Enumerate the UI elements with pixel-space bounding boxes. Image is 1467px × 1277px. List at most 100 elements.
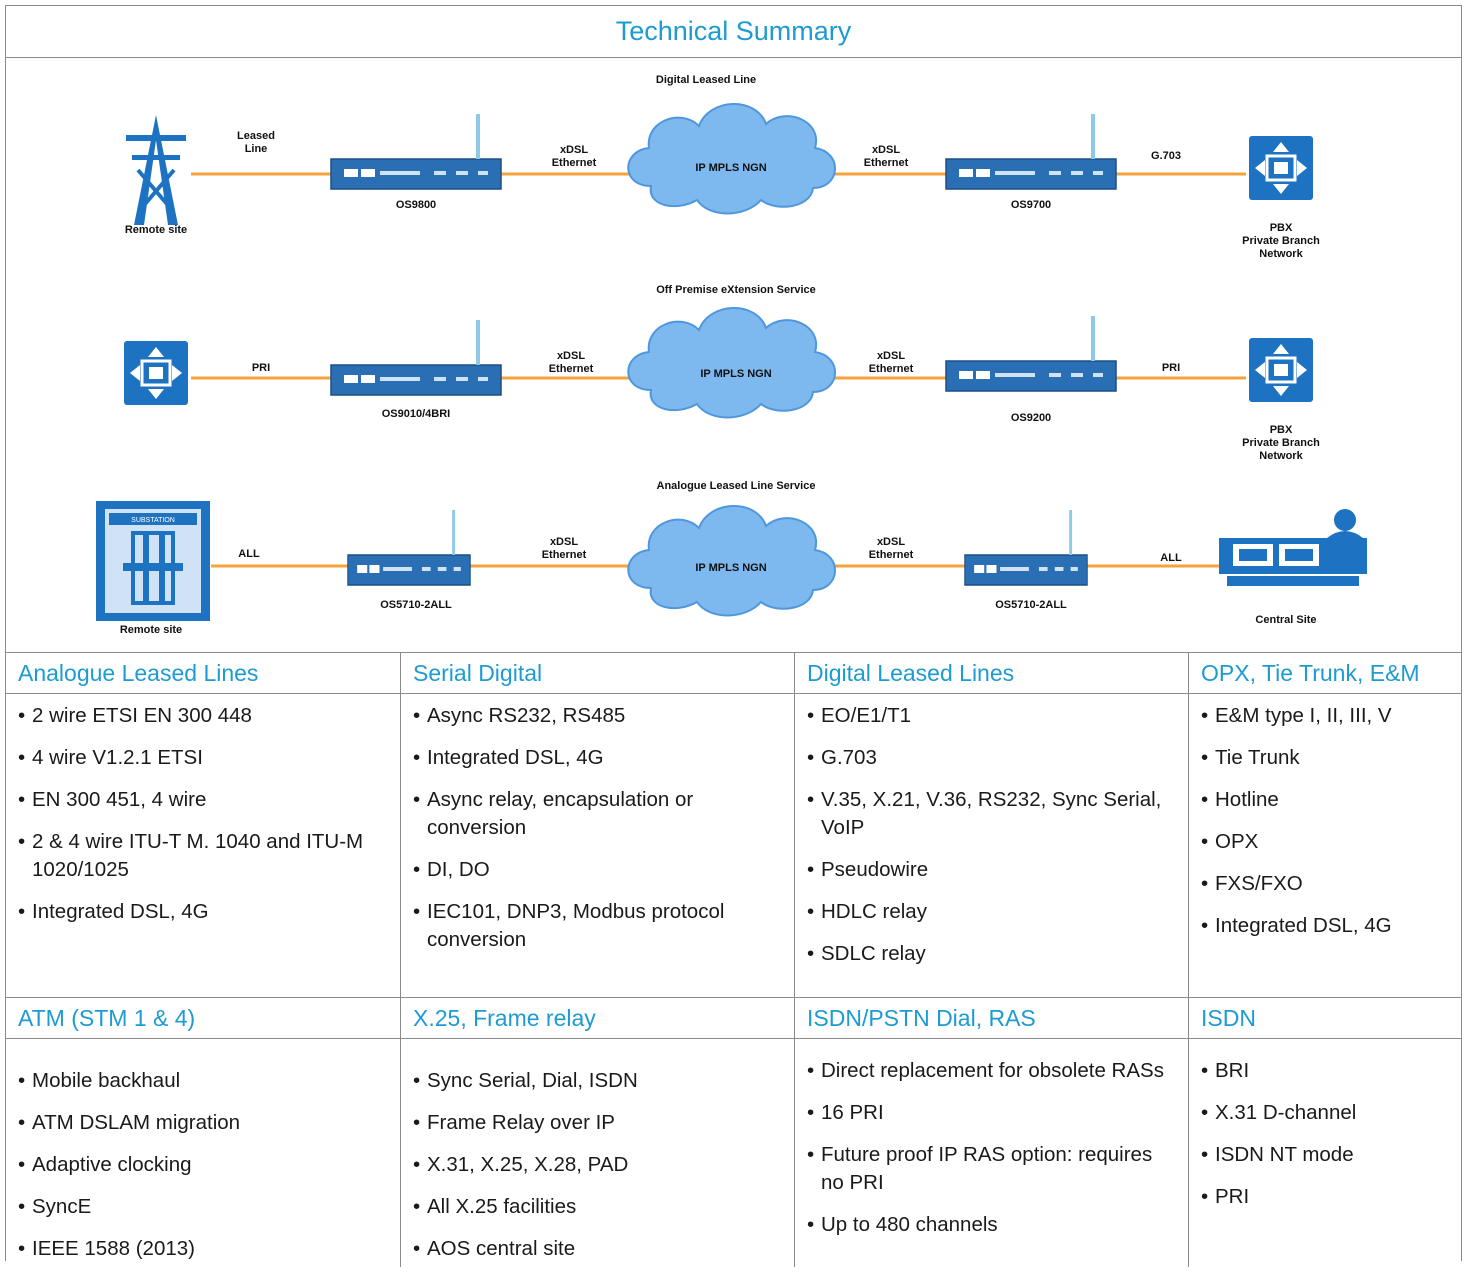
section-items: E&M type I, II, III, V Tie Trunk Hotline…	[1189, 702, 1461, 954]
pbx-icon	[1247, 134, 1315, 202]
list-item: EN 300 451, 4 wire	[18, 786, 386, 814]
list-item: V.35, X.21, V.36, RS232, Sync Serial, Vo…	[807, 786, 1174, 842]
list-item: AOS central site	[413, 1235, 780, 1263]
list-item: DI, DO	[413, 856, 780, 884]
mid-right-label-2: xDSL Ethernet	[868, 350, 914, 375]
list-item: Integrated DSL, 4G	[18, 898, 386, 926]
list-item: Frame Relay over IP	[413, 1109, 780, 1137]
list-item: IEC101, DNP3, Modbus protocol conversion	[413, 898, 780, 954]
list-item: BRI	[1201, 1057, 1447, 1085]
list-item: Hotline	[1201, 786, 1447, 814]
pylon-icon	[126, 115, 186, 225]
left-device-label-3: OS5710-2ALL	[380, 599, 452, 611]
router-icon	[945, 113, 1117, 190]
list-item: Direct replacement for obsolete RASs	[807, 1057, 1174, 1085]
mid-left-label-1: xDSL Ethernet	[551, 144, 597, 169]
left-link-label-1: Leased Line	[237, 130, 275, 155]
list-item: Mobile backhaul	[18, 1067, 386, 1095]
right-link-label-3: ALL	[1160, 552, 1182, 564]
list-item: ISDN NT mode	[1201, 1141, 1447, 1169]
list-item: SDLC relay	[807, 940, 1174, 968]
list-item: Integrated DSL, 4G	[1201, 912, 1447, 940]
list-item: Async relay, encapsulation or conversion	[413, 786, 780, 842]
diagram-heading-1: Digital Leased Line	[655, 74, 757, 86]
pbx-icon	[1247, 336, 1315, 404]
cloud-label-1: IP MPLS NGN	[695, 162, 767, 174]
section-x25-frame-relay: X.25, Frame relay Sync Serial, Dial, ISD…	[401, 997, 795, 1267]
right-link-label-2: PRI	[1161, 362, 1181, 374]
left-link-label-3: ALL	[238, 548, 260, 560]
right-device-label-2: OS9200	[1010, 412, 1052, 424]
left-link-label-2: PRI	[251, 362, 271, 374]
list-item: OPX	[1201, 828, 1447, 856]
list-item: 16 PRI	[807, 1099, 1174, 1127]
section-items: 2 wire ETSI EN 300 448 4 wire V1.2.1 ETS…	[6, 702, 400, 940]
list-item: G.703	[807, 744, 1174, 772]
list-item: HDLC relay	[807, 898, 1174, 926]
section-digital-leased-lines: Digital Leased Lines EO/E1/T1 G.703 V.35…	[795, 652, 1189, 997]
list-item: Up to 480 channels	[807, 1211, 1174, 1239]
list-item: E&M type I, II, III, V	[1201, 702, 1447, 730]
left-site-label-3: Remote site	[119, 624, 183, 636]
section-opx-tie-trunk-em: OPX, Tie Trunk, E&M E&M type I, II, III,…	[1189, 652, 1461, 997]
list-item: PRI	[1201, 1183, 1447, 1211]
substation-icon: SUBSTATION	[96, 501, 210, 621]
network-diagram: SUBSTATION Digital Leased Line	[6, 58, 1461, 652]
left-device-label-2: OS9010/4BRI	[381, 408, 451, 420]
mid-left-label-2: xDSL Ethernet	[548, 350, 594, 375]
section-header: Digital Leased Lines	[795, 652, 1188, 694]
right-site-label-3: Central Site	[1255, 614, 1317, 626]
left-device-label-1: OS9800	[395, 199, 437, 211]
list-item: Future proof IP RAS option: requires no …	[807, 1141, 1174, 1197]
network-diagram-svg: SUBSTATION	[96, 102, 1367, 621]
features-row-2: ATM (STM 1 & 4) Mobile backhaul ATM DSLA…	[6, 997, 1461, 1267]
section-items: Mobile backhaul ATM DSLAM migration Adap…	[6, 1067, 400, 1277]
list-item: X.31 D-channel	[1201, 1099, 1447, 1127]
diagram-heading-3: Analogue Leased Line Service	[656, 480, 816, 492]
router-icon	[945, 315, 1117, 392]
section-header: Serial Digital	[401, 652, 794, 694]
pbx-icon	[122, 339, 190, 407]
features-row-1: Analogue Leased Lines 2 wire ETSI EN 300…	[6, 652, 1461, 997]
right-device-label-1: OS9700	[1010, 199, 1052, 211]
section-items: BRI X.31 D-channel ISDN NT mode PRI	[1189, 1057, 1461, 1225]
list-item: IEEE 1588 (2013)	[18, 1235, 386, 1263]
list-item: Tie Trunk	[1201, 744, 1447, 772]
cloud-label-2: IP MPLS NGN	[700, 368, 772, 380]
section-header: X.25, Frame relay	[401, 997, 794, 1039]
section-header: ATM (STM 1 & 4)	[6, 997, 400, 1039]
router-icon	[330, 319, 502, 396]
section-items: Async RS232, RS485 Integrated DSL, 4G As…	[401, 702, 794, 968]
cloud-icon	[627, 504, 837, 617]
section-atm: ATM (STM 1 & 4) Mobile backhaul ATM DSLA…	[6, 997, 401, 1267]
section-serial-digital: Serial Digital Async RS232, RS485 Integr…	[401, 652, 795, 997]
right-site-label-2: PBX Private Branch Network	[1242, 424, 1320, 462]
section-analogue-leased-lines: Analogue Leased Lines 2 wire ETSI EN 300…	[6, 652, 401, 997]
list-item: 4 wire V1.2.1 ETSI	[18, 744, 386, 772]
section-header: ISDN	[1189, 997, 1461, 1039]
right-link-label-1: G.703	[1151, 150, 1181, 162]
list-item: Sync Serial, Dial, ISDN	[413, 1067, 780, 1095]
cloud-icon	[627, 102, 837, 215]
left-site-label-1: Remote site	[124, 224, 188, 236]
list-item: 2 wire ETSI EN 300 448	[18, 702, 386, 730]
section-isdn: ISDN BRI X.31 D-channel ISDN NT mode PRI	[1189, 997, 1461, 1267]
section-items: Direct replacement for obsolete RASs 16 …	[795, 1057, 1188, 1253]
central-site-icon	[1219, 509, 1367, 586]
list-item: ATM DSLAM migration	[18, 1109, 386, 1137]
page-title: Technical Summary	[6, 6, 1461, 58]
list-item: All X.25 facilities	[413, 1193, 780, 1221]
mid-right-label-3: xDSL Ethernet	[868, 536, 914, 561]
technical-summary-panel: Technical Summary	[5, 5, 1462, 1267]
right-device-label-3: OS5710-2ALL	[995, 599, 1067, 611]
list-item: 2 & 4 wire ITU-T M. 1040 and ITU-M 1020/…	[18, 828, 386, 884]
substation-sign: SUBSTATION	[131, 517, 175, 524]
list-item: Async RS232, RS485	[413, 702, 780, 730]
list-item: Integrated DSL, 4G	[413, 744, 780, 772]
section-header: ISDN/PSTN Dial, RAS	[795, 997, 1188, 1039]
section-isdn-pstn-dial-ras: ISDN/PSTN Dial, RAS Direct replacement f…	[795, 997, 1189, 1267]
list-item: SyncE	[18, 1193, 386, 1221]
router-icon	[330, 113, 502, 190]
cloud-icon	[627, 306, 837, 419]
list-item: FXS/FXO	[1201, 870, 1447, 898]
